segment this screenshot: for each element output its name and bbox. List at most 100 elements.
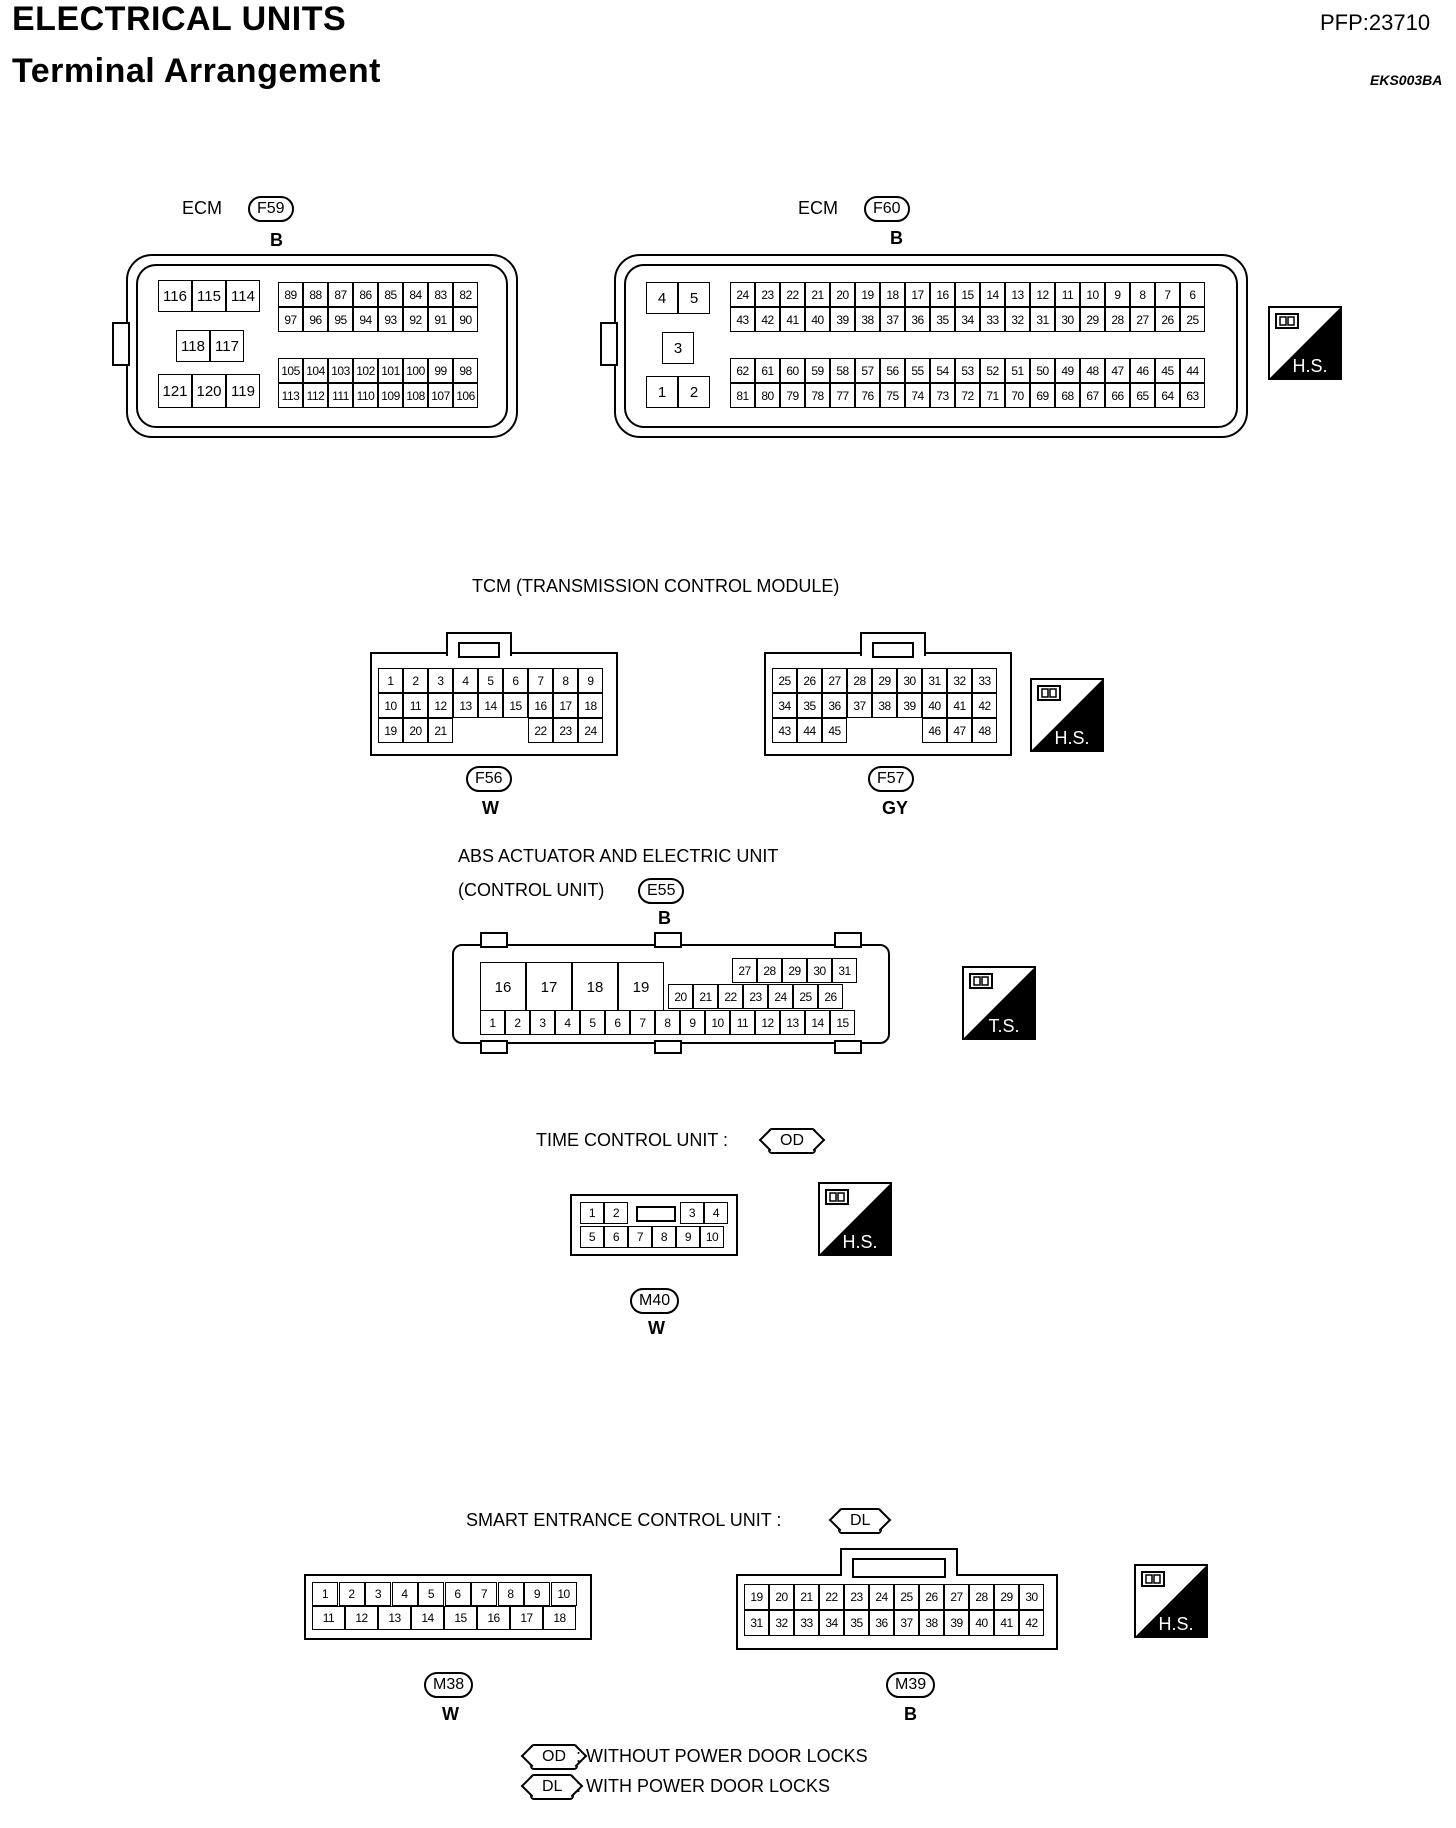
- terminal-95: 95: [328, 307, 353, 332]
- m39-key-slot: [852, 1558, 946, 1578]
- terminal-29: 29: [872, 668, 897, 693]
- terminal-26: 26: [919, 1584, 944, 1610]
- terminal-8: 8: [652, 1226, 676, 1248]
- terminal-24: 24: [730, 282, 755, 307]
- terminal-5: 5: [580, 1010, 605, 1035]
- terminal-10: 10: [1080, 282, 1105, 307]
- terminal-39: 39: [830, 307, 855, 332]
- terminal-12: 12: [1030, 282, 1055, 307]
- terminal-118: 118: [176, 330, 210, 362]
- terminal-35: 35: [844, 1610, 869, 1636]
- terminal-9: 9: [680, 1010, 705, 1035]
- terminal-8: 8: [553, 668, 578, 693]
- terminal-92: 92: [403, 307, 428, 332]
- terminal-17: 17: [553, 693, 578, 718]
- terminal-76: 76: [855, 383, 880, 408]
- terminal-38: 38: [855, 307, 880, 332]
- terminal-18: 18: [572, 962, 618, 1012]
- terminal-64: 64: [1155, 383, 1180, 408]
- terminal-54: 54: [930, 358, 955, 383]
- terminal-16: 16: [480, 962, 526, 1012]
- terminal-45: 45: [1155, 358, 1180, 383]
- terminal-34: 34: [955, 307, 980, 332]
- terminal-104: 104: [303, 358, 328, 383]
- terminal-25: 25: [793, 984, 818, 1009]
- terminal-7: 7: [630, 1010, 655, 1035]
- terminal-14: 14: [478, 693, 503, 718]
- terminal-21: 21: [805, 282, 830, 307]
- terminal-59: 59: [805, 358, 830, 383]
- connector-tag-f60: F60: [864, 196, 910, 222]
- legend-od-symbol: OD: [530, 1744, 578, 1770]
- terminal-56: 56: [880, 358, 905, 383]
- terminal-4: 4: [704, 1202, 728, 1224]
- ecm-f59-label: ECM: [182, 198, 222, 218]
- terminal-10: 10: [700, 1226, 724, 1248]
- terminal-10: 10: [705, 1010, 730, 1035]
- terminal-17: 17: [905, 282, 930, 307]
- terminal-78: 78: [805, 383, 830, 408]
- terminal-20: 20: [830, 282, 855, 307]
- terminal-52: 52: [980, 358, 1005, 383]
- m38-color: W: [442, 1704, 459, 1724]
- terminal-3: 3: [662, 332, 694, 364]
- terminal-27: 27: [1130, 307, 1155, 332]
- terminal-84: 84: [403, 282, 428, 307]
- f57-key-slot: [872, 642, 914, 658]
- abs-tab-3: [834, 932, 862, 948]
- terminal-12: 12: [428, 693, 453, 718]
- terminal-33: 33: [794, 1610, 819, 1636]
- page-title: Terminal Arrangement: [12, 52, 381, 90]
- terminal-109: 109: [378, 383, 403, 408]
- terminal-101: 101: [378, 358, 403, 383]
- terminal-31: 31: [744, 1610, 769, 1636]
- legend-dl-symbol: DL: [530, 1774, 575, 1800]
- harness-side-badge-2: H.S.: [1030, 678, 1104, 752]
- terminal-81: 81: [730, 383, 755, 408]
- terminal-25: 25: [894, 1584, 919, 1610]
- terminal-16: 16: [528, 693, 553, 718]
- terminal-97: 97: [278, 307, 303, 332]
- terminal-23: 23: [844, 1584, 869, 1610]
- terminal-28: 28: [757, 958, 782, 983]
- terminal-38: 38: [919, 1610, 944, 1636]
- terminal-11: 11: [403, 693, 428, 718]
- terminal-21: 21: [693, 984, 718, 1009]
- terminal-70: 70: [1005, 383, 1030, 408]
- terminal-1: 1: [646, 376, 678, 408]
- terminal-49: 49: [1055, 358, 1080, 383]
- abs-tab-6: [834, 1040, 862, 1054]
- connector-tag-f56: F56: [466, 766, 512, 792]
- terminal-44: 44: [797, 718, 822, 743]
- terminal-48: 48: [1080, 358, 1105, 383]
- terminal-4: 4: [646, 282, 678, 314]
- terminal-13: 13: [1005, 282, 1030, 307]
- terminal-27: 27: [732, 958, 757, 983]
- terminal-6: 6: [444, 1582, 471, 1606]
- terminal-19: 19: [618, 962, 664, 1012]
- smart-entrance-title: SMART ENTRANCE CONTROL UNIT :: [466, 1510, 782, 1530]
- terminal-50: 50: [1030, 358, 1055, 383]
- terminal-38: 38: [872, 693, 897, 718]
- terminal-60: 60: [780, 358, 805, 383]
- terminal-1: 1: [480, 1010, 505, 1035]
- terminal-26: 26: [797, 668, 822, 693]
- terminal-87: 87: [328, 282, 353, 307]
- f56-color: W: [482, 798, 499, 818]
- terminal-19: 19: [378, 718, 403, 743]
- terminal-5: 5: [478, 668, 503, 693]
- terminal-12: 12: [345, 1606, 378, 1630]
- terminal-42: 42: [1019, 1610, 1044, 1636]
- terminal-21: 21: [428, 718, 453, 743]
- terminal-27: 27: [944, 1584, 969, 1610]
- terminal-42: 42: [972, 693, 997, 718]
- abs-tab-5: [654, 1040, 682, 1054]
- terminal-14: 14: [411, 1606, 444, 1630]
- terminal-67: 67: [1080, 383, 1105, 408]
- terminal-18: 18: [543, 1606, 576, 1630]
- terminal-29: 29: [782, 958, 807, 983]
- terminal-83: 83: [428, 282, 453, 307]
- terminal-102: 102: [353, 358, 378, 383]
- terminal-31: 31: [832, 958, 857, 983]
- harness-side-badge-4: H.S.: [818, 1182, 892, 1256]
